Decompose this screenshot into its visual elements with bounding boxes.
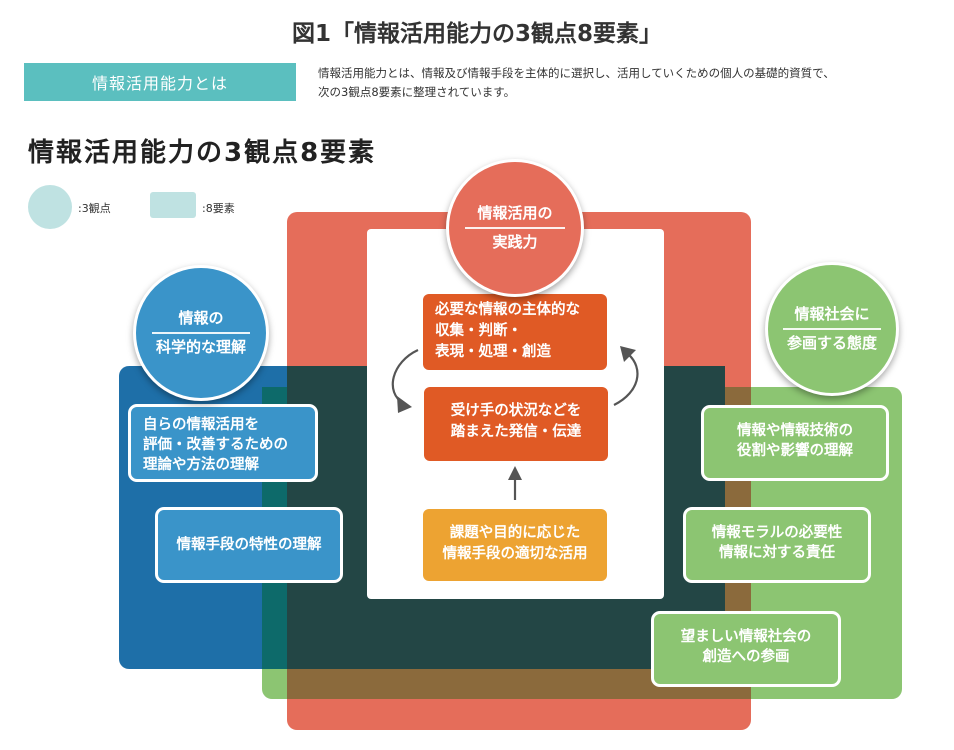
viewpoint-science-circle: 情報の 科学的な理解 (133, 265, 269, 401)
element-society-1: 情報や情報技術の 役割や影響の理解 (701, 405, 889, 481)
viewpoint-society-circle: 情報社会に 参画する態度 (765, 262, 899, 396)
viewpoint-practice-circle: 情報活用の 実践力 (446, 159, 584, 297)
element-society-1-line1: 情報や情報技術の (737, 423, 853, 439)
viewpoint-society-divider (783, 328, 881, 330)
viewpoint-practice-line1: 情報活用の (477, 204, 553, 223)
element-practice-2-line2: 踏まえた発信・伝達 (450, 424, 582, 440)
element-practice-1: 必要な情報の主体的な 収集・判断・ 表現・処理・創造 (423, 294, 607, 370)
element-science-1-line2: 評価・改善するための (143, 437, 288, 453)
viewpoint-science-divider (151, 332, 251, 334)
intro-text-line2: 次の3観点8要素に整理されています。 (318, 85, 516, 99)
viewpoint-practice-divider (464, 227, 566, 229)
figure-title: 図1「情報活用能力の3観点8要素」 (291, 21, 662, 47)
intro-text: 情報活用能力とは、情報及び情報手段を主体的に選択し、活用していくための個人の基礎… (318, 64, 928, 102)
element-practice-2-line1: 受け手の状況などを (450, 403, 582, 419)
element-society-2-line1: 情報モラルの必要性 (711, 525, 843, 541)
element-science-2: 情報手段の特性の理解 (155, 507, 343, 583)
left-curved-arrow-icon (391, 349, 419, 413)
element-practice-3: 課題や目的に応じた 情報手段の適切な活用 (423, 509, 607, 581)
viewpoint-society-line1: 情報社会に (794, 305, 870, 324)
element-practice-2: 受け手の状況などを 踏まえた発信・伝達 (424, 387, 608, 461)
element-practice-1-line1: 必要な情報の主体的な (435, 302, 580, 318)
legend-circle-swatch (28, 185, 72, 229)
element-practice-1-line3: 表現・処理・創造 (435, 344, 551, 360)
element-practice-3-line2: 情報手段の適切な活用 (442, 546, 588, 562)
viewpoint-science-line2: 科学的な理解 (155, 337, 246, 356)
legend-rect-swatch (150, 192, 196, 218)
legend-rect-label: :8要素 (202, 202, 235, 215)
element-society-3: 望ましい情報社会の 創造への参画 (651, 611, 841, 687)
element-society-2: 情報モラルの必要性 情報に対する責任 (683, 507, 871, 583)
element-practice-1-line2: 収集・判断・ (435, 323, 522, 339)
right-curved-arrow-icon (613, 346, 639, 406)
viewpoint-science-line1: 情報の (178, 309, 224, 328)
element-science-2-line1: 情報手段の特性の理解 (176, 537, 322, 553)
viewpoint-practice-line2: 実践力 (492, 232, 538, 251)
legend-circle-label: :3観点 (78, 202, 111, 215)
up-arrow-icon (508, 466, 522, 500)
viewpoint-society-line2: 参画する態度 (786, 333, 877, 352)
element-society-3-line2: 創造への参画 (702, 649, 790, 665)
element-practice-3-line1: 課題や目的に応じた (449, 525, 581, 541)
element-science-1-line1: 自らの情報活用を (143, 417, 259, 433)
intro-tag-label: 情報活用能力とは (91, 74, 228, 93)
intro-tag: 情報活用能力とは (24, 63, 296, 101)
element-society-3-line1: 望ましい情報社会の (680, 629, 812, 645)
element-society-1-line2: 役割や影響の理解 (737, 443, 853, 459)
intro-text-line1: 情報活用能力とは、情報及び情報手段を主体的に選択し、活用していくための個人の基礎… (318, 66, 835, 80)
element-society-2-line2: 情報に対する責任 (719, 545, 835, 561)
main-title: 情報活用能力の3観点8要素 (28, 138, 377, 168)
element-science-1: 自らの情報活用を 評価・改善するための 理論や方法の理解 (128, 404, 318, 482)
element-science-1-line3: 理論や方法の理解 (143, 457, 259, 473)
